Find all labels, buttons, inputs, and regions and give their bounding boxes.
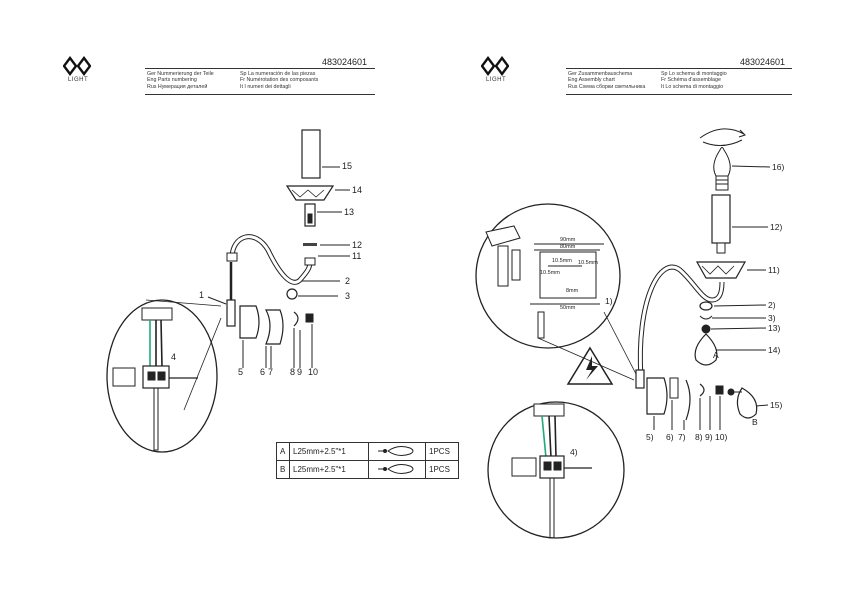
part-label: 8) <box>695 432 703 442</box>
part-label: 7 <box>268 367 274 377</box>
logo-text: LIGHT <box>486 77 507 83</box>
part-label: 5) <box>646 432 654 442</box>
part-label: 4) <box>570 447 578 457</box>
part-label: 10 <box>308 367 319 377</box>
part-label: 6) <box>666 432 674 442</box>
document-number: 483024601 <box>740 57 786 67</box>
part-label: 1) <box>605 296 613 306</box>
left-part-labels: 15 14 13 12 11 2 3 1 4 5 6 7 8 9 10 <box>171 161 363 377</box>
brand-logo-icon <box>481 56 509 76</box>
part-label: A <box>713 350 719 360</box>
part-label: 8 <box>290 367 296 377</box>
crystal-pendant-icon <box>378 463 414 474</box>
part-label: 14 <box>352 185 363 195</box>
part-label: 3 <box>345 291 351 301</box>
dimension-label: 10.5mm <box>540 270 560 276</box>
header-rule <box>145 68 375 69</box>
part-label: 11 <box>352 251 362 261</box>
backplate <box>239 305 260 339</box>
part-label: 14) <box>768 345 781 355</box>
part-label: 9 <box>297 367 303 377</box>
part-label: 11) <box>768 265 780 275</box>
dimension-label: 10.5mm <box>578 260 598 266</box>
header-rule-bottom <box>566 94 792 95</box>
header-rule-bottom <box>145 94 375 95</box>
candle-sleeve <box>301 129 321 179</box>
electric-warning-icon <box>566 346 614 385</box>
part-label: 12) <box>770 222 783 232</box>
table-row: A L25mm+2.5"*1 1PCS <box>276 442 459 461</box>
part-label: B <box>752 417 758 427</box>
dimension-label: 80mm <box>560 244 576 250</box>
dimension-detail-circle <box>475 203 621 349</box>
assembly-chart-diagram <box>475 128 771 539</box>
logo-text: LIGHT <box>68 77 89 83</box>
dimension-label: 90mm <box>560 237 576 243</box>
part-label: 6 <box>260 367 266 377</box>
candle-bulb <box>713 147 731 177</box>
part-label: 2) <box>768 300 776 310</box>
document-number: 483024601 <box>322 57 368 67</box>
crystal-pendant-icon <box>378 445 414 456</box>
part-label: 10) <box>715 432 728 442</box>
part-label: 9) <box>705 432 713 442</box>
part-label: 7) <box>678 432 686 442</box>
part-label: 12 <box>352 240 363 250</box>
wiring-detail-oval <box>106 299 218 453</box>
crystal-pendant <box>694 333 718 366</box>
dimension-label: 50mm <box>560 305 576 311</box>
part-label: 5 <box>238 367 244 377</box>
part-label: 13) <box>768 323 781 333</box>
part-label: 15 <box>342 161 353 171</box>
dimension-label: 10.5mm <box>552 258 572 264</box>
row-qty: 1PCS <box>425 460 459 479</box>
part-label: 16) <box>772 162 785 172</box>
part-label: 15) <box>770 400 783 410</box>
wiring-detail-circle <box>487 401 625 539</box>
left-page-header: LIGHT 483024601 Ger Nummerierung der Tei… <box>60 55 375 100</box>
accessory-table: A L25mm+2.5"*1 1PCS B L25mm+2.5"*1 1PCS <box>276 442 459 479</box>
part-label: 4 <box>171 352 177 362</box>
table-row: B L25mm+2.5"*1 1PCS <box>276 460 459 479</box>
part-label: 13 <box>344 207 355 217</box>
header-rule <box>566 68 792 69</box>
part-label: 1 <box>199 290 205 300</box>
dimension-label: 8mm <box>566 288 579 294</box>
bobeche <box>285 185 335 201</box>
parts-numbering-diagram <box>106 129 350 453</box>
brand-logo-icon <box>63 56 91 76</box>
part-label: 3) <box>768 313 776 323</box>
part-label: 2 <box>345 276 351 286</box>
